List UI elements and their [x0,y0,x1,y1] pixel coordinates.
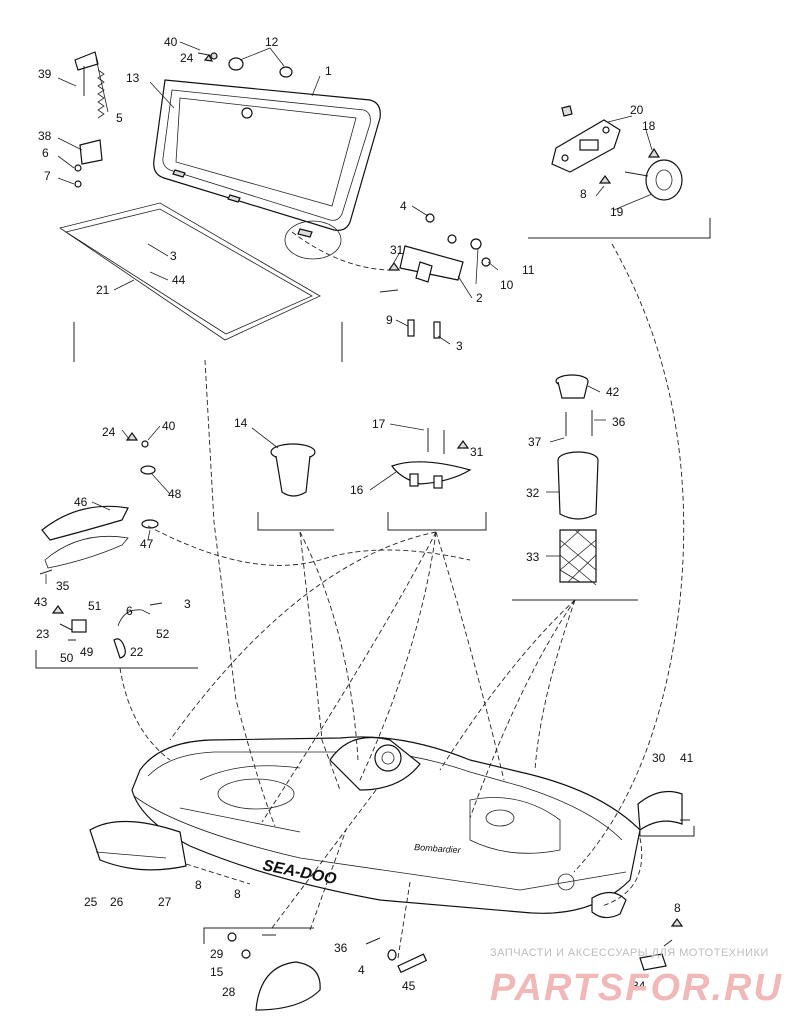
bottom-parts [227,917,684,1011]
callout-8b: 8 [195,878,202,892]
callout-39: 39 [38,67,52,81]
callout-36: 36 [612,415,626,429]
callout-20: 20 [630,103,644,117]
callout-21: 21 [96,283,110,297]
cup-holder [270,443,316,497]
callout-34: 34 [632,979,646,993]
callout-11: 11 [522,263,535,277]
callout-5: 5 [116,111,123,125]
callout-31b: 31 [470,445,484,459]
callout-50: 50 [60,651,74,665]
callout-25: 25 [84,895,98,909]
callout-45: 45 [402,979,416,993]
callout-9: 9 [386,313,393,327]
callout-7: 7 [44,169,51,183]
callout-41: 41 [680,751,694,765]
group-brackets [35,218,711,944]
callout-15: 15 [210,965,224,979]
watermark-brand: PARTSFOR.RU [490,967,783,1009]
callout-36b: 36 [334,941,348,955]
callout-19: 19 [610,205,624,219]
callout-13: 13 [126,71,140,85]
callout-12: 12 [265,35,279,49]
callout-48: 48 [168,487,182,501]
latch-bracket [379,213,491,339]
callout-numbers: 1 2 3 3 3 4 4 5 6 6 7 8 8 8 8 9 10 11 12… [34,35,694,999]
callout-43: 43 [34,595,48,609]
lid-bumpers [197,52,293,78]
callout-2: 2 [476,291,483,305]
callout-51: 51 [88,599,102,613]
callout-24: 24 [180,51,194,65]
mooring-cleat [391,428,472,489]
watercraft-hull [89,736,641,919]
callout-26: 26 [110,895,124,909]
callout-31: 31 [390,243,404,257]
callout-8c: 8 [234,887,241,901]
callout-4: 4 [400,199,407,213]
callout-17: 17 [372,417,386,431]
callout-52: 52 [156,627,170,641]
callout-38: 38 [38,129,52,143]
tow-eye-assembly [551,105,683,201]
callout-37: 37 [528,435,542,449]
callout-14: 14 [234,416,248,430]
callout-3b: 3 [456,339,463,353]
lid-hinge-assembly [74,51,105,188]
storage-tray [59,202,321,341]
hull-script: Bombardier [414,842,462,855]
callout-44: 44 [172,273,186,287]
callout-28: 28 [222,985,236,999]
callout-16: 16 [350,483,364,497]
watermark: ЗАПЧАСТИ И АКСЕССУАРЫ ДЛЯ МОТОТЕХНИКИ PA… [490,947,783,1009]
callout-24b: 24 [102,425,116,439]
callout-33: 33 [526,550,540,564]
seat-strap-group [39,431,159,575]
callout-22: 22 [130,645,144,659]
callout-42: 42 [606,385,620,399]
callout-ticks [45,41,653,584]
callout-18: 18 [642,119,656,133]
callout-27: 27 [158,895,172,909]
callout-23: 23 [36,627,50,641]
callout-3c: 3 [184,597,191,611]
callout-8d: 8 [674,901,681,915]
storage-lid [153,79,381,260]
callout-32: 32 [526,486,540,500]
callout-40: 40 [164,35,178,49]
callout-30: 30 [652,751,666,765]
callout-4b: 4 [358,963,365,977]
callout-47: 47 [140,537,154,551]
leader-lines [119,231,685,959]
watermark-tagline: ЗАПЧАСТИ И АКСЕССУАРЫ ДЛЯ МОТОТЕХНИКИ [490,947,769,959]
callout-3: 3 [170,249,177,263]
callout-6: 6 [42,146,49,160]
callout-46: 46 [74,495,88,509]
callout-40b: 40 [162,419,176,433]
retainer-group [51,602,163,659]
callout-49: 49 [80,645,94,659]
fuel-filler-group [555,374,599,586]
side-cover [637,791,690,832]
callout-29: 29 [210,947,224,961]
callout-10: 10 [500,278,514,292]
callout-6b: 6 [126,604,133,618]
callout-35: 35 [56,579,70,593]
callout-1: 1 [325,64,332,78]
callout-8: 8 [580,187,587,201]
